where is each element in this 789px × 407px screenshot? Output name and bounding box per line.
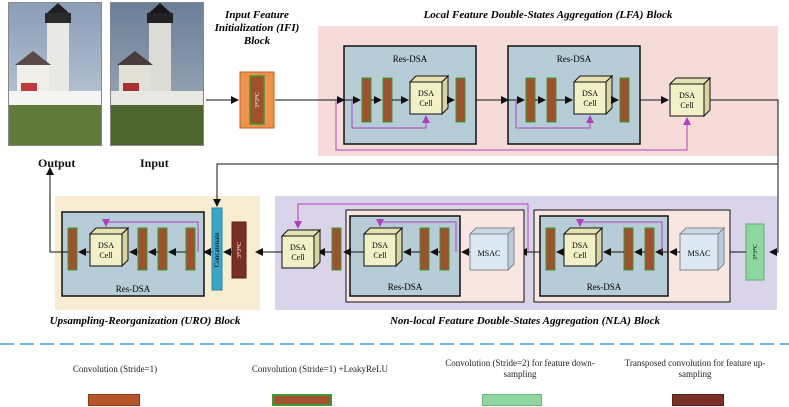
uro-dsa-line2: Cell: [99, 251, 113, 260]
nla-res-dsa-2-label: Res-DSA: [587, 282, 622, 292]
output-label: Output: [38, 156, 76, 170]
nla-msac-2-label: MSAC: [688, 249, 711, 258]
uro-dsa-line1: DSA: [98, 241, 114, 250]
output-photo-image: [9, 3, 101, 145]
uro-concatenate: [211, 207, 223, 291]
lfa1-dsa-line2: Cell: [419, 99, 433, 108]
lfa2-conv-a: [525, 77, 536, 123]
nla-msac-2: [679, 233, 719, 271]
uro-concatenate-label: Concatenate: [213, 233, 221, 268]
input-photo-image: [111, 3, 203, 145]
nla-long-skip: [294, 203, 529, 252]
nla1-dsa-line1: DSA: [372, 241, 388, 250]
lfa3-dsa-line1: DSA: [679, 91, 695, 100]
legend-swatch-1: [88, 394, 140, 406]
legend-text-3: Convolution (Stride=2) for feature down-…: [445, 358, 595, 379]
lfa3-dsa-cell: [669, 83, 705, 117]
legend-text-4: Transposed convolution for feature up-sa…: [624, 358, 766, 379]
lfa-res-dsa-2-label: Res-DSA: [557, 54, 592, 64]
ifi-title-line3: Block: [243, 35, 271, 47]
lfa2-dsa-line1: DSA: [582, 89, 598, 98]
uro-transposed-label: 3*3*C: [237, 242, 243, 258]
lfa2-dsa-line2: Cell: [583, 99, 597, 108]
input-label: Input: [140, 156, 169, 170]
lfa1-dsa-line1: DSA: [418, 89, 434, 98]
nla2-dsa-line1: DSA: [572, 241, 588, 250]
uro-skip: [102, 219, 199, 252]
nla1-skip: [376, 219, 457, 252]
lfa1-dsa-cell: [409, 81, 443, 115]
lfa-title: Local Feature Double-States Aggregation …: [423, 9, 673, 21]
nla1-dsa-line2: Cell: [373, 251, 387, 260]
legend-swatch-3: [482, 394, 542, 406]
nla-title: Non-local Feature Double-States Aggregat…: [389, 315, 661, 327]
nla-msac-1-label: MSAC: [478, 249, 501, 258]
lfa2-dsa-cell: [573, 81, 607, 115]
input-photo: [110, 2, 204, 146]
nla2-dsa-cell: [563, 233, 597, 267]
legend-swatch-2: [272, 394, 332, 406]
lfa2-conv-c: [619, 77, 630, 123]
lfa-long-skip: [335, 100, 691, 151]
nla2-dsa-line2: Cell: [573, 251, 587, 260]
lfa-res-dsa-1-label: Res-DSA: [393, 54, 428, 64]
nla2-skip: [576, 219, 663, 252]
nla-res-dsa-1-label: Res-DSA: [388, 282, 423, 292]
lfa2-conv-b: [546, 77, 557, 123]
lfa3-dsa-line2: Cell: [680, 101, 694, 110]
arrow-lfa-to-concat: [213, 163, 778, 207]
lfa1-conv-a: [361, 77, 372, 123]
nla1-dsa-cell: [363, 233, 397, 267]
lfa2-skip: [515, 100, 594, 129]
nla3-dsa-line2: Cell: [291, 253, 305, 262]
arrow-lfa-to-nla: [710, 99, 779, 256]
lfa1-conv-b: [382, 77, 393, 123]
nla3-dsa-cell: [281, 235, 315, 269]
output-photo: [8, 2, 102, 146]
nla-downsample-label: 3*3*C: [753, 244, 759, 260]
lfa1-conv-c: [455, 77, 466, 123]
legend-text-1: Convolution (Stride=1): [72, 364, 158, 374]
ifi-title-line1: Input Feature: [224, 9, 289, 21]
uro-title: Upsampling-Reorganization (URO) Block: [50, 315, 241, 327]
ifi-inner-conv: [249, 75, 265, 125]
uro-transposed-conv: [231, 221, 247, 279]
ifi-conv-label: 3*3*C: [255, 92, 261, 108]
nla3-dsa-line1: DSA: [290, 243, 306, 252]
uro-res-dsa-label: Res-DSA: [116, 284, 151, 294]
ifi-title-line2: Initialization (IFI): [214, 22, 300, 34]
uro-dsa-cell: [89, 233, 123, 267]
arrow-to-output: [46, 167, 68, 253]
legend-text-2: Convolution (Stride=1) +LeakyReLU: [251, 364, 389, 374]
legend-swatch-4: [672, 394, 724, 406]
lfa1-skip: [351, 100, 430, 129]
nla-msac-1: [469, 233, 509, 271]
